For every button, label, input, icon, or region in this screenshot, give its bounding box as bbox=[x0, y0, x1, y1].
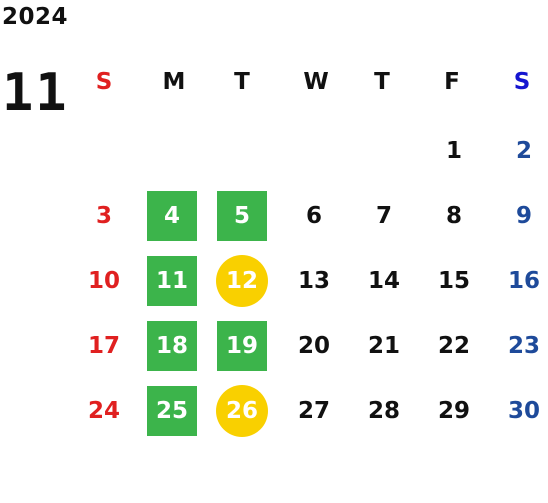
day-cell-26: 26 bbox=[216, 385, 268, 437]
day-cell-24: 24 bbox=[87, 398, 120, 424]
month-number: 11 bbox=[2, 63, 69, 123]
weekday-friday: F bbox=[444, 69, 460, 95]
day-cell-22: 22 bbox=[437, 333, 470, 359]
day-cell-11: 11 bbox=[147, 256, 197, 306]
day-cell-29: 29 bbox=[437, 398, 470, 424]
weekday-sunday: S bbox=[95, 69, 113, 95]
day-cell-28: 28 bbox=[367, 398, 400, 424]
day-cell-21: 21 bbox=[367, 333, 400, 359]
day-cell-17: 17 bbox=[87, 333, 120, 359]
day-cell-9: 9 bbox=[515, 203, 532, 229]
day-cell-16: 16 bbox=[507, 268, 540, 294]
day-cell-7: 7 bbox=[375, 203, 392, 229]
day-cell-12: 12 bbox=[216, 255, 268, 307]
day-cell-8: 8 bbox=[445, 203, 462, 229]
weekday-wednesday: W bbox=[303, 69, 329, 95]
day-cell-23: 23 bbox=[507, 333, 540, 359]
day-cell-1: 1 bbox=[445, 138, 462, 164]
weekday-tuesday: T bbox=[234, 69, 250, 95]
weekday-monday: M bbox=[162, 69, 186, 95]
weekday-saturday: S bbox=[513, 69, 531, 95]
day-cell-10: 10 bbox=[87, 268, 120, 294]
year-label: 2024 bbox=[2, 4, 69, 30]
day-cell-15: 15 bbox=[437, 268, 470, 294]
day-cell-3: 3 bbox=[95, 203, 112, 229]
day-cell-18: 18 bbox=[147, 321, 197, 371]
day-cell-14: 14 bbox=[367, 268, 400, 294]
day-cell-27: 27 bbox=[297, 398, 330, 424]
day-cell-4: 4 bbox=[147, 191, 197, 241]
day-cell-20: 20 bbox=[297, 333, 330, 359]
day-cell-2: 2 bbox=[515, 138, 532, 164]
day-cell-19: 19 bbox=[217, 321, 267, 371]
day-cell-6: 6 bbox=[305, 203, 322, 229]
day-cell-5: 5 bbox=[217, 191, 267, 241]
day-cell-25: 25 bbox=[147, 386, 197, 436]
day-cell-13: 13 bbox=[297, 268, 330, 294]
weekday-thursday: T bbox=[374, 69, 390, 95]
day-cell-30: 30 bbox=[507, 398, 540, 424]
